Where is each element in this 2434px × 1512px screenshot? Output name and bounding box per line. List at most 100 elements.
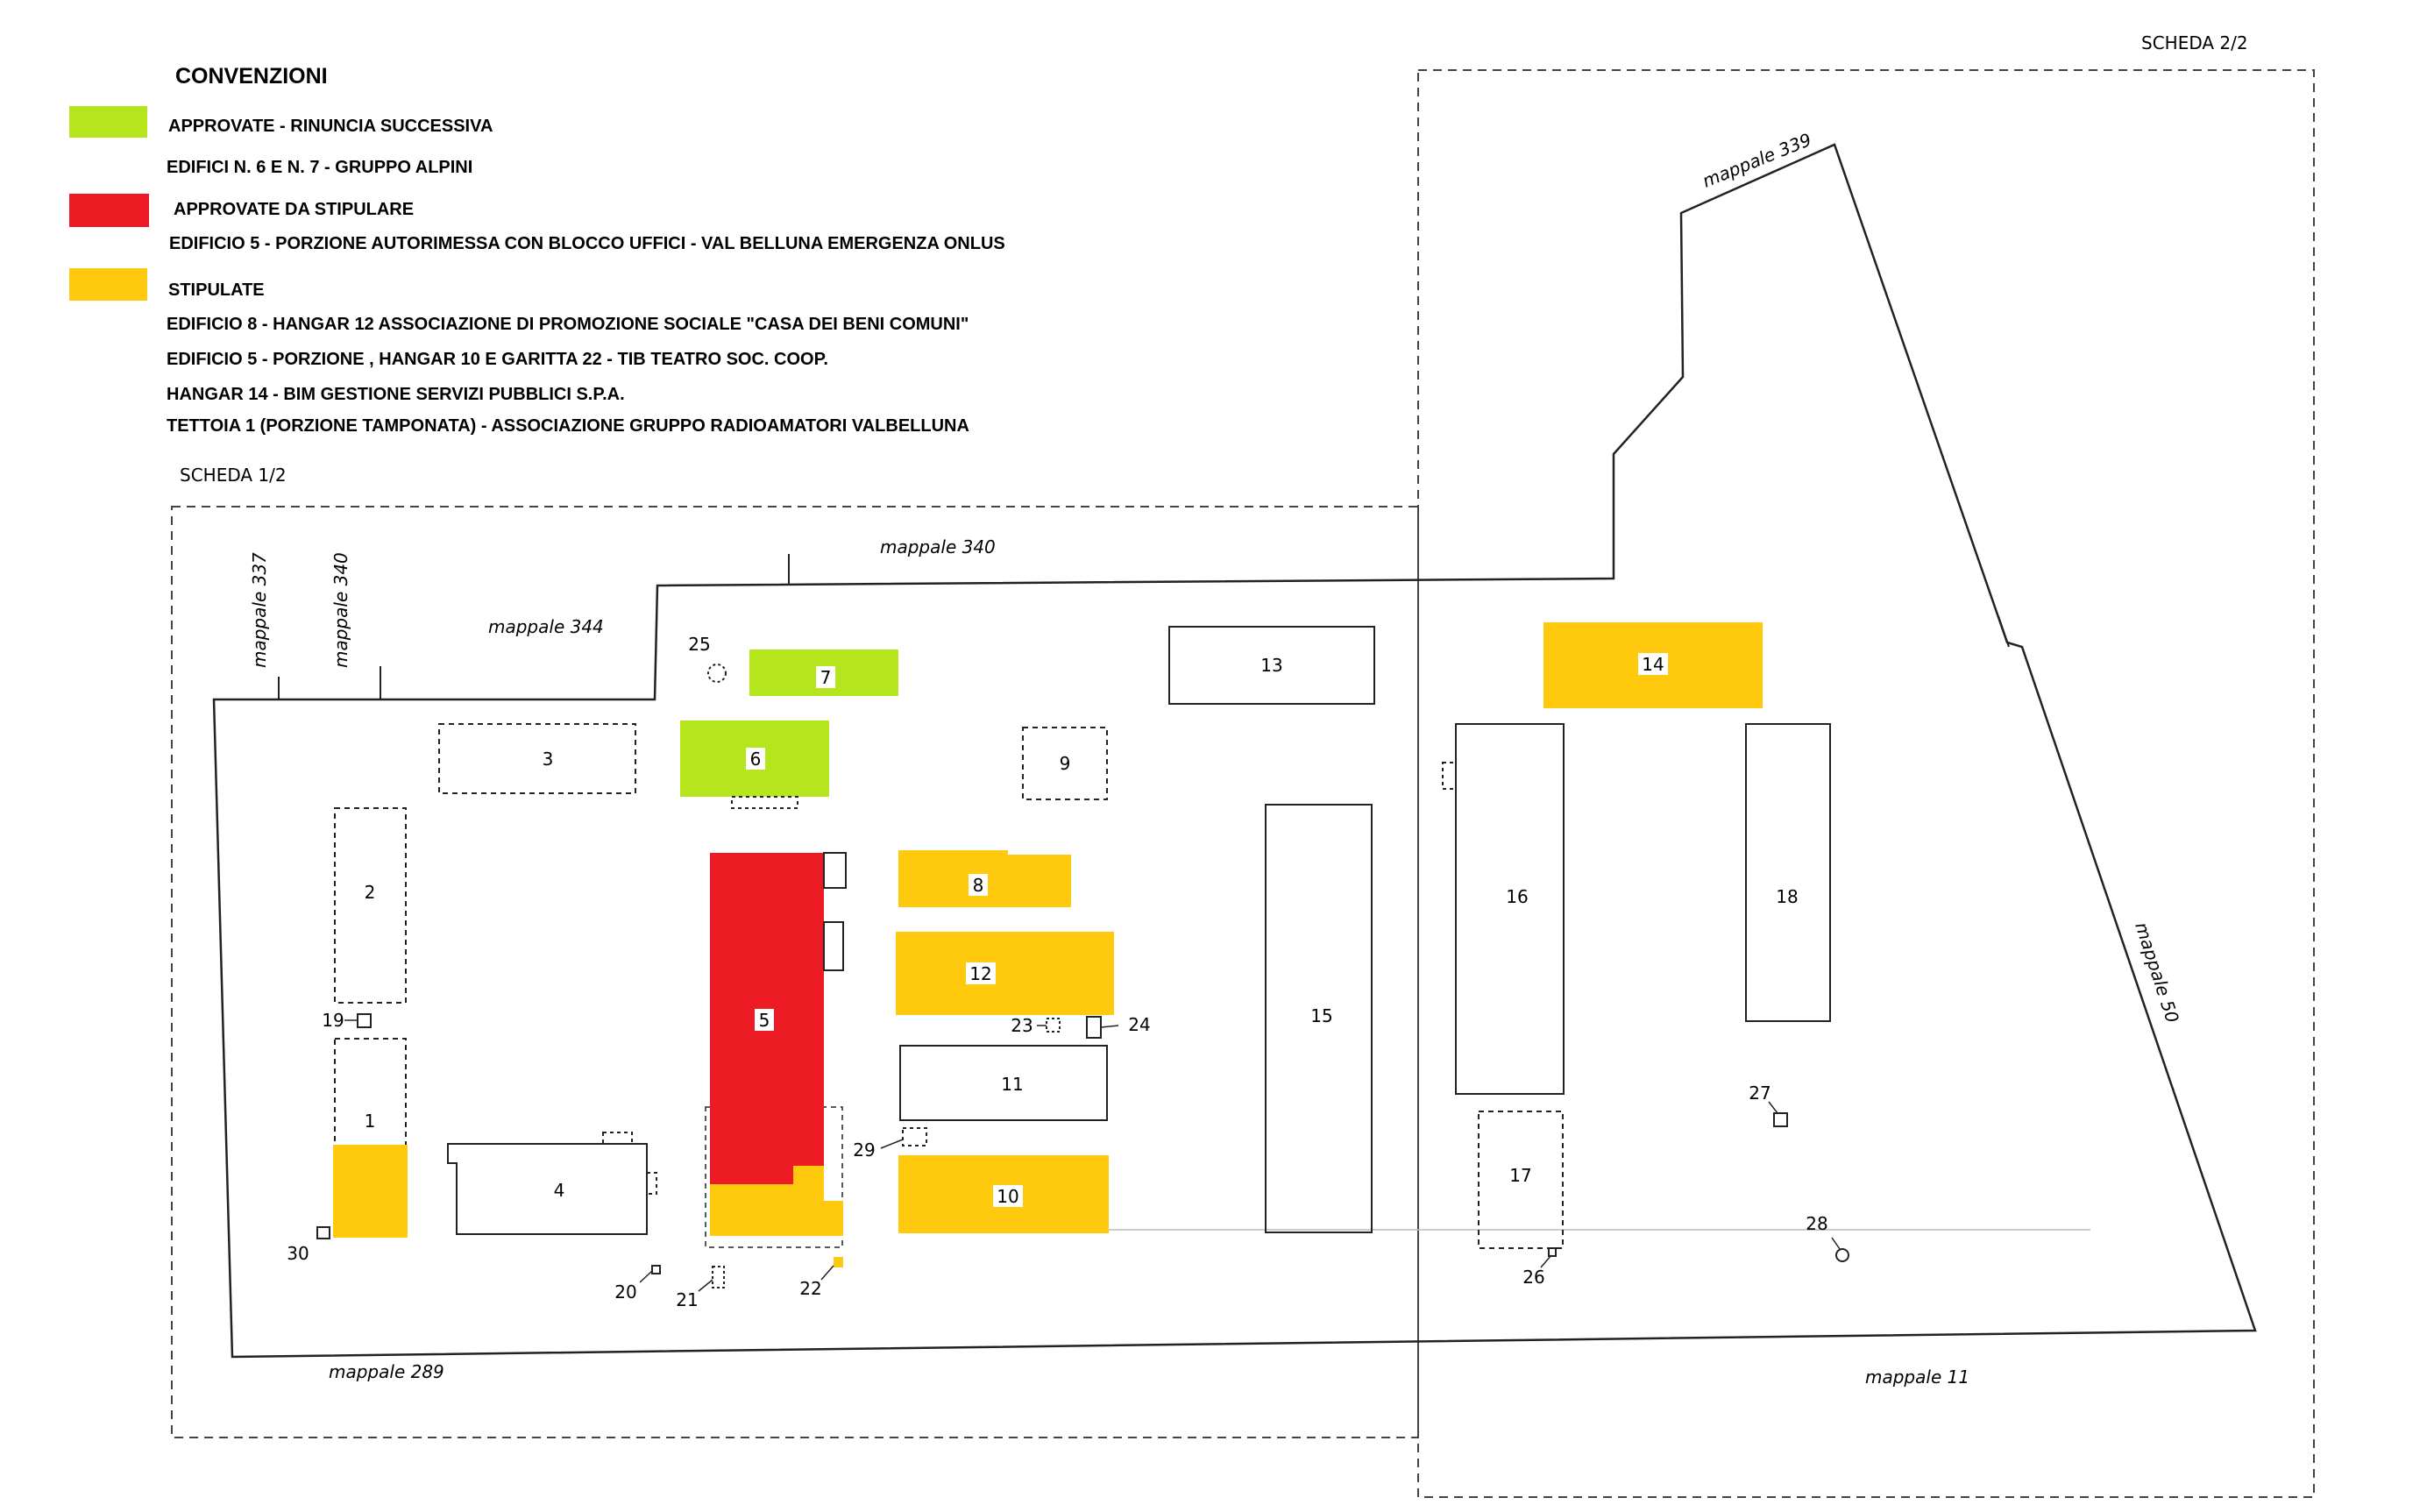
element-21 (712, 1266, 725, 1288)
element-30 (316, 1226, 330, 1239)
building-3 (438, 723, 636, 794)
building-16 (1455, 723, 1565, 1095)
label-box-building-10 (993, 1185, 1023, 1207)
building-labels: 1 2 3 4 5 6 7 8 9 10 11 12 13 14 15 16 1… (287, 634, 1827, 1310)
legend-swatch-yellow (69, 268, 147, 301)
legend-green-detail: EDIFICI N. 6 E N. 7 - GRUPPO ALPINI (167, 158, 472, 177)
element-22 (834, 1257, 843, 1267)
label-building-1: 1 (365, 1111, 376, 1132)
label-building-3: 3 (543, 749, 554, 770)
label-building-9: 9 (1060, 753, 1071, 774)
site-boundary (212, 143, 2257, 1359)
label-building-5: 5 (759, 1010, 770, 1031)
parcel-label-50: mappale 50 (2131, 919, 2183, 1026)
building-1-stipulated-portion (333, 1145, 408, 1238)
sheet2-frame (1417, 69, 2315, 1498)
sheet1-label: SCHEDA 1/2 (180, 465, 287, 486)
parcel-label-344: mappale 344 (488, 616, 604, 637)
parcel-label-340-vertical: mappale 340 (330, 552, 351, 668)
legend-yellow-detail-3: HANGAR 14 - BIM GESTIONE SERVIZI PUBBLIC… (167, 385, 625, 404)
label-building-7: 7 (820, 667, 832, 688)
building-11 (899, 1045, 1108, 1121)
legend-swatch-red (69, 194, 149, 227)
leader-21 (698, 1279, 713, 1292)
building-13 (1168, 626, 1375, 705)
building-17 (1478, 1111, 1564, 1249)
label-element-20: 20 (614, 1281, 636, 1303)
label-box-building-7 (816, 666, 835, 688)
element-23 (1046, 1018, 1061, 1033)
building-5-annex-2 (823, 921, 844, 971)
label-element-21: 21 (676, 1289, 698, 1310)
legend-red-label: APPROVATE DA STIPULARE (174, 200, 414, 219)
label-building-8: 8 (973, 875, 984, 896)
label-building-12: 12 (969, 963, 991, 984)
building-4 (447, 1143, 648, 1235)
building-6-annex (731, 796, 798, 809)
element-29 (902, 1127, 927, 1146)
element-28 (1835, 1248, 1849, 1262)
label-building-18: 18 (1776, 886, 1798, 907)
legend-green-label: APPROVATE - RINUNCIA SUCCESSIVA (168, 117, 493, 136)
label-box-building-14 (1638, 653, 1668, 675)
element-24 (1086, 1016, 1102, 1039)
label-box-building-6 (746, 748, 765, 770)
label-element-26: 26 (1522, 1267, 1544, 1288)
label-element-29: 29 (853, 1139, 875, 1161)
building-18 (1745, 723, 1831, 1022)
buildings (316, 622, 1849, 1292)
legend-title: CONVENZIONI (175, 64, 328, 89)
leader-24 (1100, 1025, 1119, 1028)
label-building-14: 14 (1642, 654, 1664, 675)
label-element-23: 23 (1011, 1015, 1032, 1036)
sheet2-label: SCHEDA 2/2 (2141, 32, 2248, 53)
building-9 (1022, 727, 1108, 800)
label-element-22: 22 (799, 1278, 821, 1299)
element-27 (1773, 1112, 1788, 1127)
leader-27 (1768, 1101, 1778, 1114)
label-box-building-5 (755, 1009, 774, 1031)
label-building-16: 16 (1506, 886, 1528, 907)
label-element-27: 27 (1749, 1083, 1771, 1104)
sheet-frames (171, 69, 2315, 1498)
legend: CONVENZIONI APPROVATE - RINUNCIA SUCCESS… (69, 64, 1005, 436)
label-element-19: 19 (322, 1010, 344, 1031)
label-building-4: 4 (554, 1180, 565, 1201)
leader-28 (1831, 1237, 1841, 1250)
label-element-25: 25 (688, 634, 710, 655)
leader-26 (1540, 1254, 1552, 1268)
label-building-13: 13 (1260, 655, 1282, 676)
building-15 (1265, 804, 1373, 1233)
element-19 (357, 1013, 372, 1028)
parcel-label-337: mappale 337 (249, 552, 270, 668)
leader-20 (639, 1270, 653, 1283)
label-building-17: 17 (1509, 1165, 1531, 1186)
label-element-28: 28 (1806, 1213, 1827, 1234)
label-element-24: 24 (1128, 1014, 1150, 1035)
building-12 (896, 932, 1114, 1015)
parcel-label-289: mappale 289 (329, 1361, 444, 1382)
label-box-building-12 (966, 962, 996, 984)
element-25 (707, 664, 727, 683)
parcel-label-11: mappale 11 (1865, 1366, 1969, 1388)
building-4-annex-right (646, 1172, 657, 1195)
label-element-30: 30 (287, 1243, 309, 1264)
building-5-annex-1 (823, 852, 847, 889)
label-building-15: 15 (1310, 1005, 1332, 1026)
leader-22 (820, 1265, 834, 1281)
legend-swatch-green (69, 106, 147, 138)
element-20 (651, 1265, 661, 1274)
element-26 (1548, 1247, 1557, 1257)
label-building-2: 2 (365, 882, 376, 903)
legend-red-detail: EDIFICIO 5 - PORZIONE AUTORIMESSA CON BL… (169, 234, 1005, 253)
label-building-10: 10 (997, 1186, 1018, 1207)
building-2 (334, 807, 407, 1004)
building-4-annex-top (602, 1132, 633, 1145)
legend-yellow-detail-1: EDIFICIO 8 - HANGAR 12 ASSOCIAZIONE DI P… (167, 315, 969, 334)
parcel-label-340-top: mappale 340 (880, 536, 996, 557)
building-5-yellow-portion (710, 1166, 843, 1236)
legend-yellow-detail-4: TETTOIA 1 (PORZIONE TAMPONATA) - ASSOCIA… (167, 416, 969, 436)
legend-yellow-label: STIPULATE (168, 280, 265, 300)
label-box-building-8 (969, 874, 988, 896)
